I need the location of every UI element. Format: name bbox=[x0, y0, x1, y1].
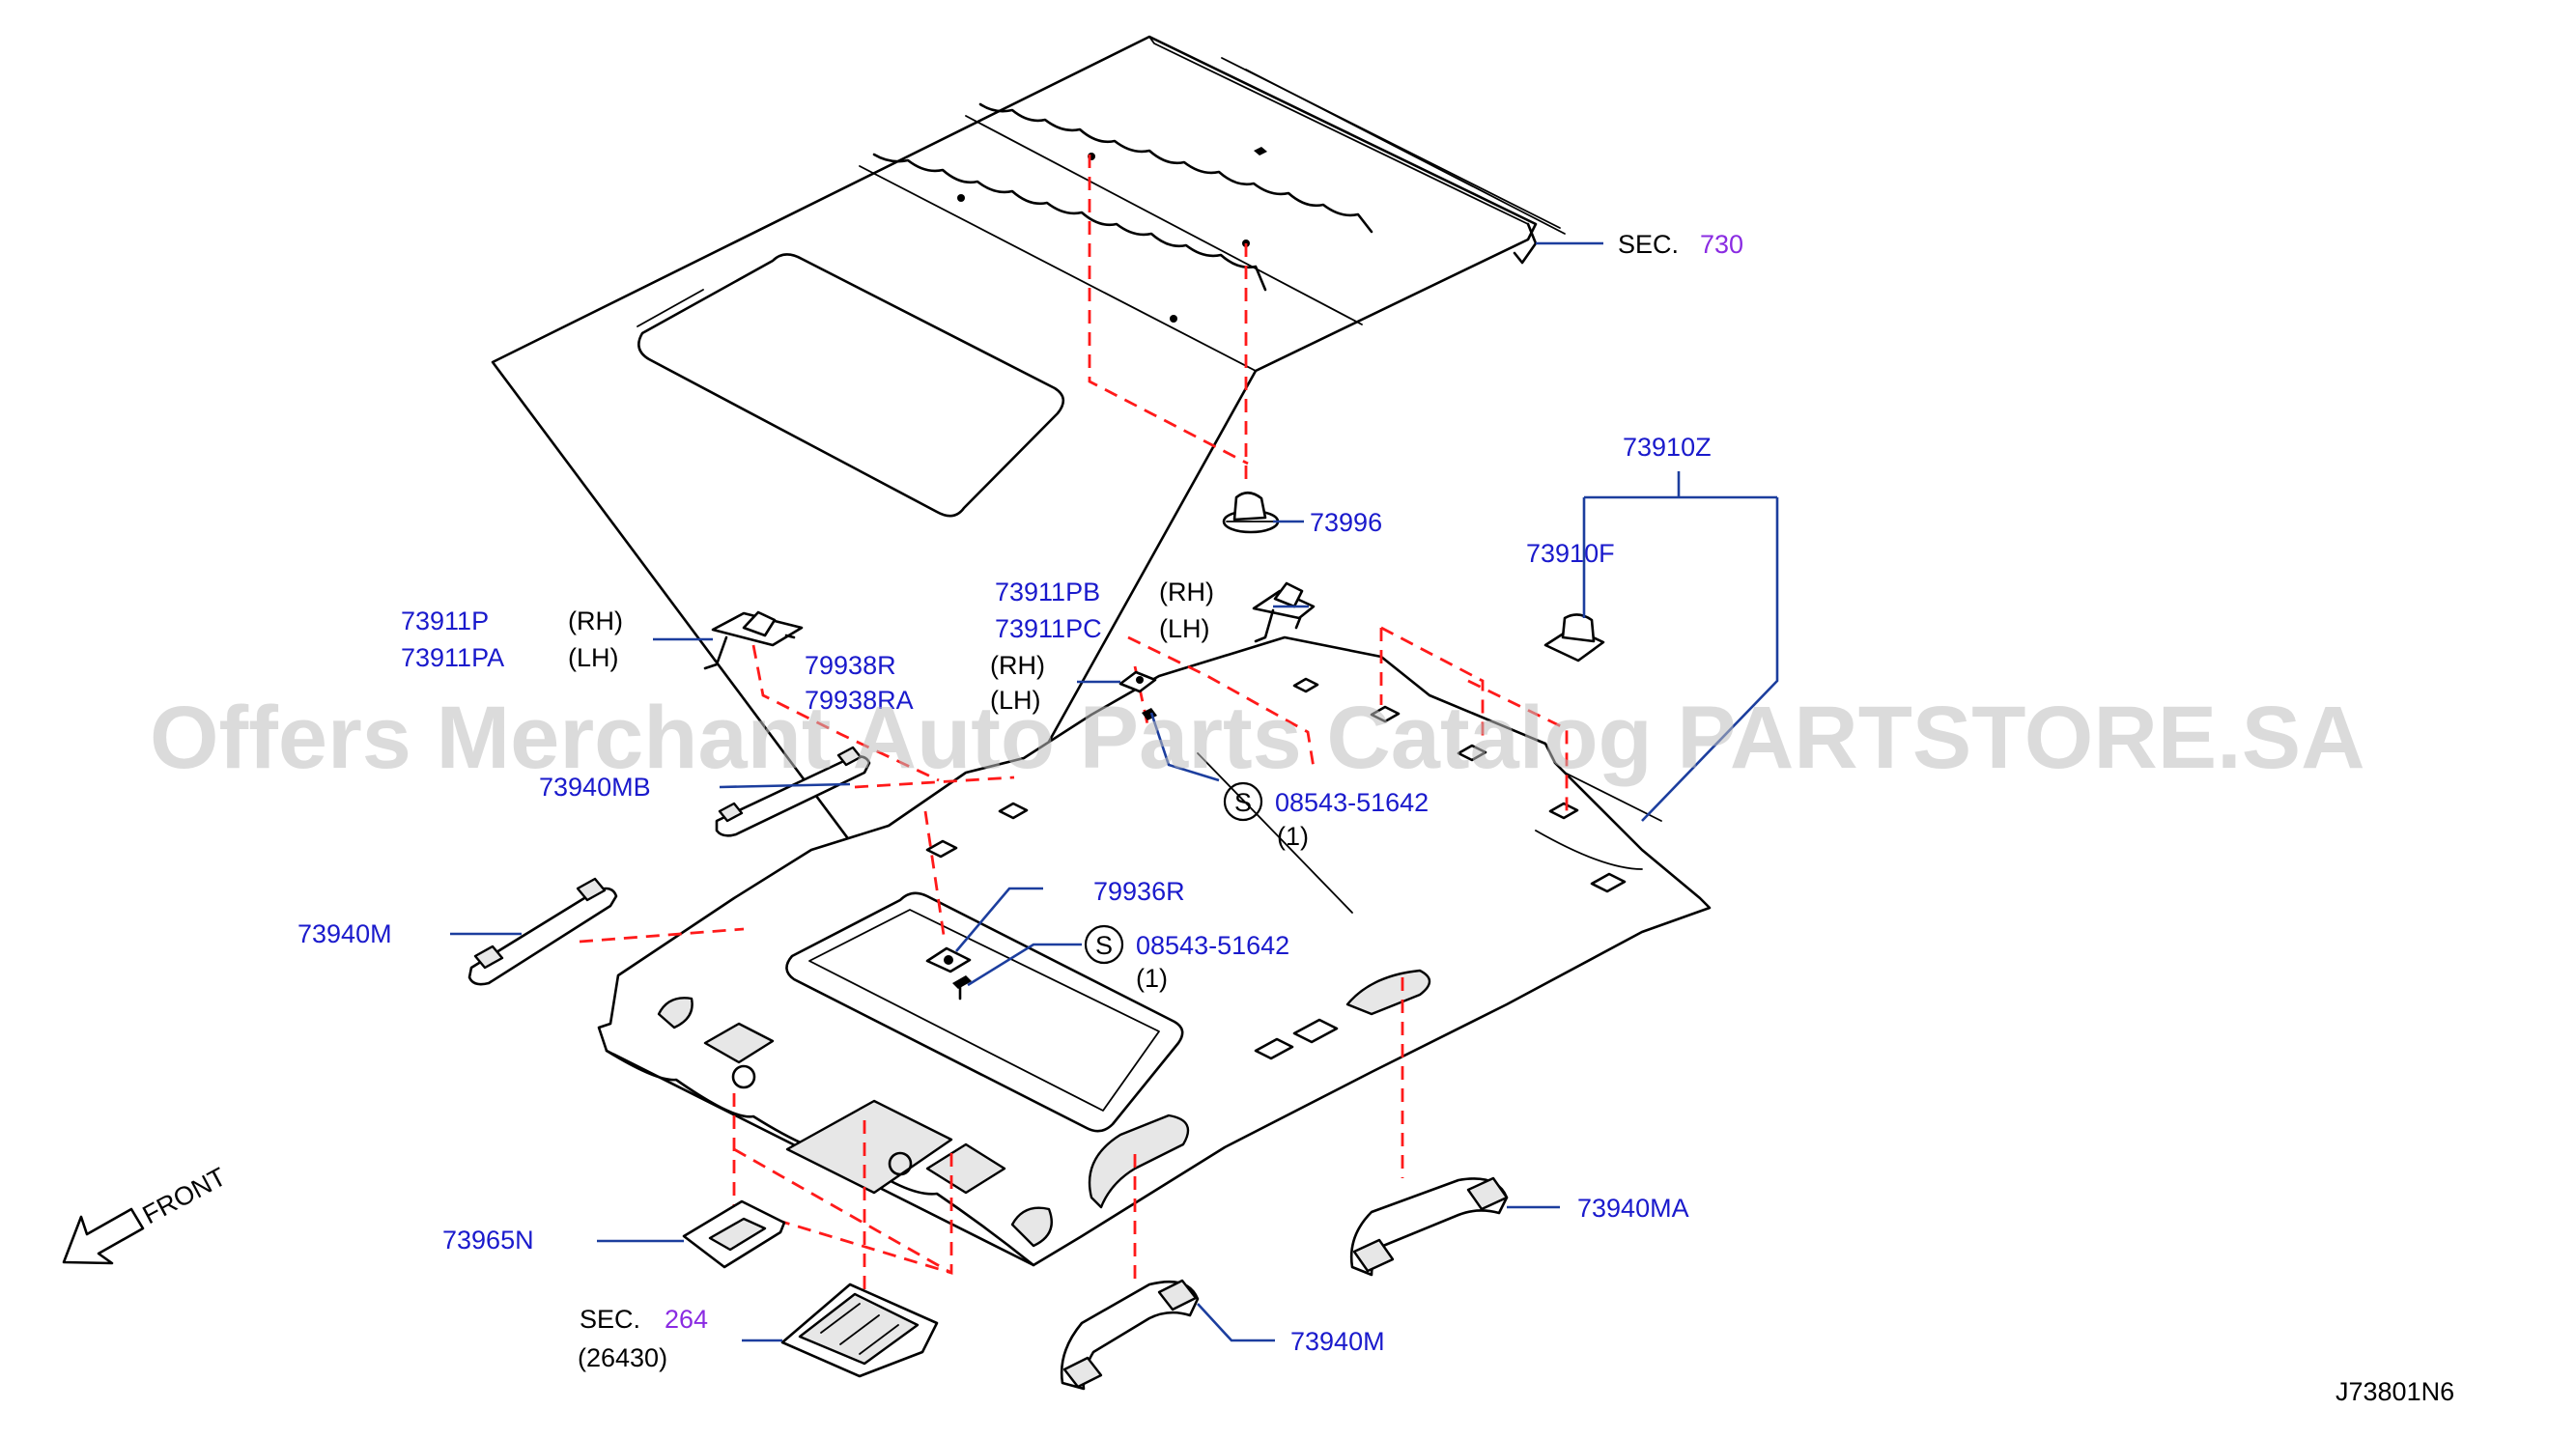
part-73940MA[interactable]: 73940MA bbox=[1577, 1194, 1689, 1223]
screw-symbol-a: S bbox=[1234, 788, 1252, 817]
lamp-cover-73965N bbox=[682, 1199, 786, 1269]
part-79936R[interactable]: 79936R bbox=[1093, 877, 1185, 906]
bracket-73911PB bbox=[1252, 581, 1316, 643]
front-direction-arrow-icon bbox=[62, 1207, 145, 1265]
headlining bbox=[597, 635, 1712, 1267]
diagram-code: J73801N6 bbox=[2335, 1377, 2454, 1406]
part-73940M-bottom[interactable]: 73940M bbox=[1290, 1327, 1385, 1356]
sec730-link[interactable]: 730 bbox=[1700, 230, 1743, 259]
part-08543-51642-a[interactable]: 08543-51642 bbox=[1275, 788, 1429, 817]
assist-grip-73940M-left bbox=[467, 877, 618, 986]
clip-73996 bbox=[1222, 491, 1280, 534]
qty-08543-51642-a: (1) bbox=[1277, 822, 1309, 851]
part-08543-51642-b[interactable]: 08543-51642 bbox=[1136, 931, 1289, 960]
clip-79936R bbox=[925, 946, 972, 973]
side-79938R: (RH) bbox=[990, 651, 1045, 680]
part-73911PB[interactable]: 73911PB bbox=[995, 578, 1100, 606]
part-73965N[interactable]: 73965N bbox=[442, 1226, 534, 1255]
part-73940M-left[interactable]: 73940M bbox=[297, 919, 392, 948]
sec264-link[interactable]: 264 bbox=[665, 1305, 708, 1334]
part-79938R[interactable]: 79938R bbox=[805, 651, 896, 680]
side-73911PA: (LH) bbox=[568, 643, 619, 672]
assist-grip-73940M-bottom bbox=[1060, 1279, 1200, 1391]
screw-symbol-b: S bbox=[1095, 931, 1113, 960]
labels: SEC. 730 73910Z 73910F 73996 73911PB (RH… bbox=[138, 230, 2454, 1406]
leader-lines bbox=[450, 241, 1779, 1342]
map-lamp-sec264 bbox=[780, 1283, 939, 1378]
part-73911PA[interactable]: 73911PA bbox=[401, 643, 504, 672]
watermark: Offers Merchant Auto Parts Catalog PARTS… bbox=[150, 689, 2365, 787]
assist-grip-73940MB bbox=[715, 746, 871, 837]
clip-79938R bbox=[1118, 670, 1157, 693]
side-73911P: (RH) bbox=[568, 606, 623, 635]
clip-73910F bbox=[1543, 613, 1605, 663]
side-79938RA: (LH) bbox=[990, 686, 1041, 715]
assist-grip-73940MA bbox=[1349, 1176, 1509, 1277]
sec730-prefix: SEC. bbox=[1618, 230, 1679, 259]
part-73911PC[interactable]: 73911PC bbox=[995, 614, 1102, 643]
bracket-73911P bbox=[703, 610, 804, 670]
screw-symbol-circle-a bbox=[1223, 781, 1263, 822]
side-73911PB: (RH) bbox=[1159, 578, 1214, 606]
front-label: FRONT bbox=[138, 1162, 231, 1229]
sec264-subgroup: (26430) bbox=[578, 1343, 667, 1372]
side-73911PC: (LH) bbox=[1159, 614, 1210, 643]
part-73910Z[interactable]: 73910Z bbox=[1623, 433, 1712, 462]
sec264-prefix: SEC. bbox=[580, 1305, 640, 1334]
part-79938RA[interactable]: 79938RA bbox=[805, 686, 914, 715]
part-73910F[interactable]: 73910F bbox=[1526, 539, 1615, 568]
roof-panel bbox=[491, 35, 1566, 953]
screw-symbol-circle-b bbox=[1084, 924, 1124, 965]
screw-08543-51642-b bbox=[952, 975, 972, 1001]
qty-08543-51642-b: (1) bbox=[1136, 964, 1168, 993]
part-73911P[interactable]: 73911P bbox=[401, 606, 489, 635]
part-73996[interactable]: 73996 bbox=[1310, 508, 1382, 537]
part-73940MB[interactable]: 73940MB bbox=[539, 773, 651, 802]
